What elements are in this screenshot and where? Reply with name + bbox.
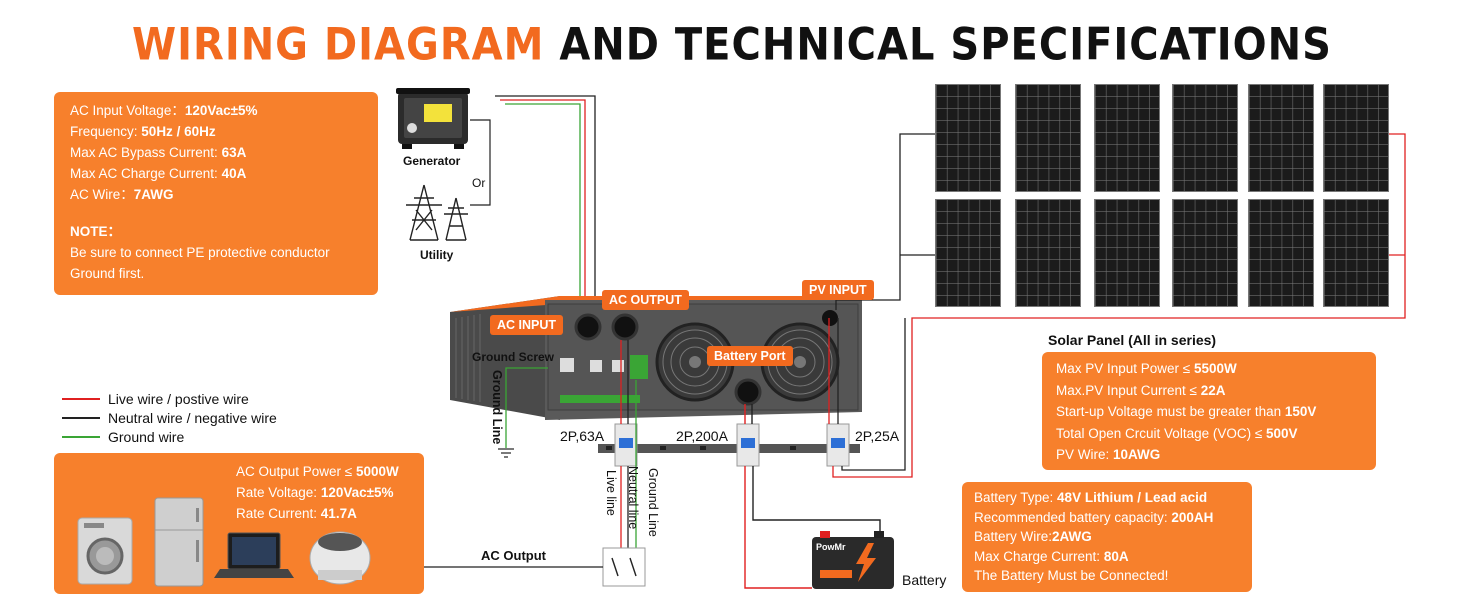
spec-row: Battery Wire:2AWG: [974, 529, 1092, 544]
breaker-battery: [736, 423, 760, 467]
din-rail: [598, 444, 860, 453]
solar-panel: [1172, 84, 1238, 192]
wire-generator-ground: [505, 103, 581, 325]
utility-label: Utility: [420, 248, 454, 262]
page-title: WIRING DIAGRAM AND TECHNICAL SPECIFICATI…: [0, 19, 1464, 71]
breaker-ac: [614, 423, 638, 467]
solar-panel: [1094, 199, 1160, 307]
legend-item-ground: Ground wire: [62, 429, 184, 445]
spec-row: AC Wire：7AWG: [70, 187, 174, 202]
or-label: Or: [472, 176, 486, 190]
legend-item-live: Live wire / postive wire: [62, 391, 249, 407]
ac-output-spec-box: AC Output Power ≤ 5000W Rate Voltage: 12…: [54, 453, 424, 594]
ac-outlet: [602, 547, 646, 587]
live-line-label: Live line: [604, 470, 618, 516]
generator-label: Generator: [403, 154, 461, 168]
spec-row: PV Wire: 10AWG: [1056, 447, 1161, 462]
spec-row: Battery Type: 48V Lithium / Lead acid: [974, 490, 1208, 505]
breaker-battery-label: 2P,200A: [676, 428, 728, 444]
title-rest: AND TECHNICAL SPECIFICATIONS: [559, 19, 1332, 71]
solar-panel: [935, 84, 1001, 192]
spec-row: Recommended battery capacity: 200AH: [974, 509, 1214, 525]
ac-input-spec-box: AC Input Voltage：120Vac±5% Frequency: 50…: [54, 92, 378, 295]
spec-row: Rate Current: 41.7A: [236, 506, 357, 521]
legend-swatch: [62, 398, 100, 400]
note-text: Be sure to connect PE protective conduct…: [70, 245, 330, 260]
ground-screw-label: Ground Screw: [472, 350, 555, 364]
solar-heading: Solar Panel (All in series): [1048, 332, 1217, 348]
or-bracket: [470, 119, 491, 206]
solar-panel: [1248, 199, 1314, 307]
battery-port-tag: Battery Port: [707, 346, 793, 366]
spec-row: Frequency: 50Hz / 60Hz: [70, 124, 216, 139]
legend-swatch: [62, 436, 100, 438]
spec-row: Rate Voltage: 120Vac±5%: [236, 485, 394, 500]
battery-brand-label: PowMr: [816, 542, 846, 552]
solar-panel: [1015, 84, 1081, 192]
solar-panel: [1172, 199, 1238, 307]
battery-label: Battery: [902, 572, 947, 588]
fan-left: [655, 322, 735, 402]
note-text: Ground first.: [70, 266, 145, 281]
breaker-ac-label: 2P,63A: [560, 428, 605, 444]
spec-row: AC Input Voltage：120Vac±5%: [70, 103, 258, 118]
title-accent: WIRING DIAGRAM: [132, 19, 545, 71]
solar-panel: [1323, 84, 1389, 192]
spec-row: Total Open Crcuit Voltage (VOC) ≤ 500V: [1056, 425, 1298, 441]
ground-line-wire-label: Ground Line: [646, 468, 660, 537]
solar-panel: [1323, 199, 1389, 307]
note-title: NOTE：: [70, 224, 122, 239]
ground-symbol: [498, 448, 514, 458]
solar-panel: [1094, 84, 1160, 192]
spec-row: Max Charge Current: 80A: [974, 548, 1129, 564]
solar-panel: [1248, 84, 1314, 192]
spec-row: Start-up Voltage must be greater than 15…: [1056, 404, 1317, 419]
battery-icon: [812, 531, 894, 589]
spec-row: AC Output Power ≤ 5000W: [236, 464, 399, 479]
legend-item-neutral: Neutral wire / negative wire: [62, 410, 277, 426]
wire-generator-live: [500, 99, 586, 320]
legend-swatch: [62, 417, 100, 419]
battery-spec-box: Battery Type: 48V Lithium / Lead acid Re…: [962, 482, 1252, 592]
ac-input-tag: AC INPUT: [490, 315, 564, 335]
breaker-pv-label: 2P,25A: [855, 428, 900, 444]
solar-panel: [1015, 199, 1081, 307]
spec-row: The Battery Must be Connected!: [974, 568, 1169, 583]
utility-icon: [406, 184, 468, 241]
spec-row: Max AC Bypass Current: 63A: [70, 145, 247, 160]
solar-panel: [935, 199, 1001, 307]
ground-line-label: Ground Line: [490, 370, 504, 445]
ac-output-tag: AC OUTPUT: [602, 290, 689, 310]
ac-output-label: AC Output: [481, 548, 546, 563]
breaker-pv: [826, 423, 850, 467]
neutral-line-label: Neutral line: [626, 466, 640, 530]
spec-row: Max.PV Input Current ≤ 22A: [1056, 382, 1226, 398]
spec-row: Max AC Charge Current: 40A: [70, 166, 247, 181]
pv-input-tag: PV INPUT: [802, 280, 874, 300]
solar-spec-box: Max PV Input Power ≤ 5500W Max.PV Input …: [1042, 352, 1376, 470]
generator-icon: [396, 88, 470, 149]
wire-generator-neutral: [495, 95, 596, 300]
spec-row: Max PV Input Power ≤ 5500W: [1056, 361, 1237, 376]
